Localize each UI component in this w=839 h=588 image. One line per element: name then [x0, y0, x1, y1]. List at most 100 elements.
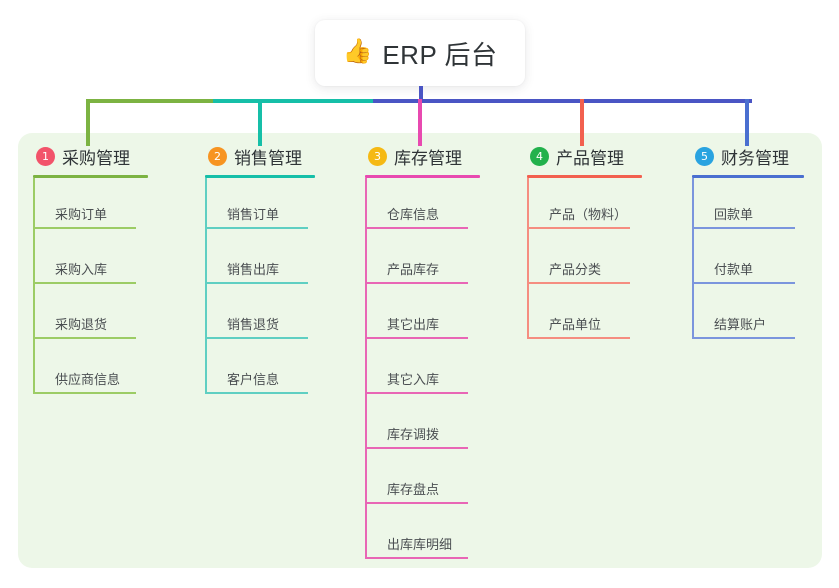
leaf-rule: [205, 227, 308, 229]
leaf-item[interactable]: 结算账户: [692, 288, 804, 343]
branch-column-5: 5 财务管理回款单付款单结算账户: [692, 143, 804, 343]
leaf-item[interactable]: 采购退货: [33, 288, 148, 343]
leaf-rule: [33, 392, 136, 394]
leaf-item[interactable]: 库存调拨: [365, 398, 480, 453]
leaf-label: 销售订单: [227, 207, 280, 222]
leaf-item[interactable]: 出库库明细: [365, 508, 480, 563]
leaf-spine-4: [527, 178, 529, 339]
leaf-item[interactable]: 采购入库: [33, 233, 148, 288]
branch-drop-5: [745, 99, 749, 146]
leaf-item[interactable]: 销售订单: [205, 178, 315, 233]
leaf-rule: [33, 282, 136, 284]
branch-header-5[interactable]: 5 财务管理: [692, 143, 804, 169]
leaf-rule: [205, 392, 308, 394]
root-connector-stem: [419, 86, 423, 101]
leaf-item[interactable]: 产品单位: [527, 288, 642, 343]
leaf-spine-2: [205, 178, 207, 394]
branch-drop-2: [258, 99, 262, 146]
branch-badge-4: 4: [530, 146, 549, 166]
leaf-label: 产品单位: [549, 317, 602, 332]
leaf-label: 产品（物料）: [549, 207, 628, 222]
leaf-spine-1: [33, 178, 35, 394]
leaf-rule: [692, 282, 795, 284]
leaf-label: 其它出库: [387, 317, 440, 332]
leaf-item[interactable]: 销售退货: [205, 288, 315, 343]
leaf-rule: [365, 502, 468, 504]
branch-badge-1: 1: [36, 146, 55, 166]
leaf-label: 供应商信息: [55, 372, 121, 387]
root-node-label: ERP 后台: [382, 39, 498, 70]
branch-badge-5: 5: [695, 146, 714, 166]
leaf-label: 库存调拨: [387, 427, 440, 442]
leaf-label: 采购退货: [55, 317, 108, 332]
branch-column-3: 3 库存管理仓库信息产品库存其它出库其它入库库存调拨库存盘点出库库明细: [365, 143, 480, 563]
leaf-rule: [692, 227, 795, 229]
leaf-item[interactable]: 产品分类: [527, 233, 642, 288]
branch-rule-3: [365, 175, 480, 178]
leaf-item[interactable]: 产品库存: [365, 233, 480, 288]
branch-header-4[interactable]: 4 产品管理: [527, 143, 642, 169]
leaf-label: 结算账户: [714, 317, 767, 332]
leaf-item[interactable]: 产品（物料）: [527, 178, 642, 233]
leaf-rule: [205, 337, 308, 339]
leaf-label: 采购订单: [55, 207, 108, 222]
leaf-rule: [33, 227, 136, 229]
leaf-label: 采购入库: [55, 262, 108, 277]
leaf-label: 销售出库: [227, 262, 280, 277]
branch-drop-3: [418, 99, 422, 146]
leaf-rule: [33, 337, 136, 339]
branch-title-5: 财务管理: [721, 148, 789, 168]
branch-title-4: 产品管理: [556, 148, 624, 168]
leaf-label: 产品分类: [549, 262, 602, 277]
leaf-rule: [205, 282, 308, 284]
leaf-label: 销售退货: [227, 317, 280, 332]
root-node-card[interactable]: 👍 ERP 后台: [315, 20, 525, 86]
leaf-label: 付款单: [714, 262, 754, 277]
leaf-item[interactable]: 销售出库: [205, 233, 315, 288]
leaf-rule: [365, 282, 468, 284]
leaf-rule: [365, 392, 468, 394]
leaf-item[interactable]: 客户信息: [205, 343, 315, 398]
leaf-list-4: 产品（物料） 产品分类产品单位: [527, 178, 642, 343]
leaf-rule: [527, 227, 630, 229]
leaf-item[interactable]: 库存盘点: [365, 453, 480, 508]
leaf-list-3: 仓库信息产品库存其它出库其它入库库存调拨库存盘点出库库明细: [365, 178, 480, 563]
bus-segment-1: [86, 99, 213, 103]
root-node-content: 👍 ERP 后台: [342, 35, 497, 72]
branch-header-3[interactable]: 3 库存管理: [365, 143, 480, 169]
bus-segment-2: [213, 99, 373, 103]
leaf-list-2: 销售订单销售出库销售退货客户信息: [205, 178, 315, 398]
leaf-item[interactable]: 其它入库: [365, 343, 480, 398]
leaf-item[interactable]: 采购订单: [33, 178, 148, 233]
leaf-item[interactable]: 供应商信息: [33, 343, 148, 398]
branch-title-3: 库存管理: [394, 148, 462, 168]
leaf-item[interactable]: 其它出库: [365, 288, 480, 343]
branch-column-4: 4 产品管理产品（物料） 产品分类产品单位: [527, 143, 642, 343]
leaf-list-5: 回款单付款单结算账户: [692, 178, 804, 343]
branch-rule-5: [692, 175, 804, 178]
leaf-rule: [365, 447, 468, 449]
leaf-spine-3: [365, 178, 367, 559]
leaf-rule: [692, 337, 795, 339]
branch-rule-2: [205, 175, 315, 178]
leaf-label: 出库库明细: [387, 537, 453, 552]
leaf-item[interactable]: 仓库信息: [365, 178, 480, 233]
leaf-rule: [365, 557, 468, 559]
bus-segment-3: [373, 99, 752, 103]
leaf-label: 仓库信息: [387, 207, 440, 222]
leaf-rule: [365, 337, 468, 339]
leaf-item[interactable]: 回款单: [692, 178, 804, 233]
leaf-label: 其它入库: [387, 372, 440, 387]
branch-drop-1: [86, 99, 90, 146]
branch-badge-2: 2: [208, 146, 227, 166]
leaf-label: 库存盘点: [387, 482, 440, 497]
leaf-item[interactable]: 付款单: [692, 233, 804, 288]
leaf-label: 产品库存: [387, 262, 440, 277]
leaf-list-1: 采购订单采购入库采购退货供应商信息: [33, 178, 148, 398]
leaf-rule: [365, 227, 468, 229]
branch-badge-3: 3: [368, 146, 387, 166]
